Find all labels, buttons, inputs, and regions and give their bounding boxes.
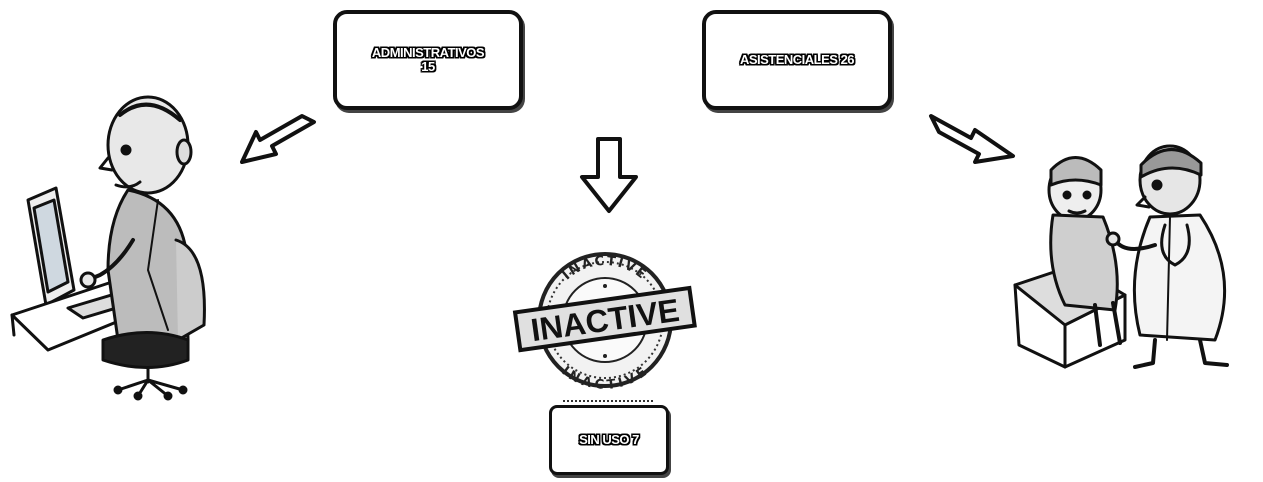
dotted-divider: [563, 400, 655, 402]
sin-uso-label: SIN USO 7: [579, 433, 639, 447]
arrow-down-icon: [578, 135, 640, 215]
administrativos-box: ADMINISTRATIVOS 15: [333, 10, 523, 110]
office-worker-icon: [8, 90, 213, 400]
asistenciales-label: ASISTENCIALES 26: [740, 53, 854, 67]
administrativos-title: ADMINISTRATIVOS: [372, 46, 484, 60]
administrativos-label: ADMINISTRATIVOS 15: [372, 46, 484, 74]
arrow-down-left-icon: [228, 110, 318, 180]
administrativos-count: 15: [372, 60, 484, 74]
sin-uso-box: SIN USO 7: [549, 405, 669, 475]
sin-uso-text: SIN USO 7: [579, 433, 639, 447]
doctor-patient-icon: [1005, 135, 1260, 375]
inactive-stamp-icon: INACTIVE INACTIVE INACTIVE: [515, 250, 695, 390]
asistenciales-box: ASISTENCIALES 26: [702, 10, 892, 110]
asistenciales-text: ASISTENCIALES 26: [740, 53, 854, 67]
